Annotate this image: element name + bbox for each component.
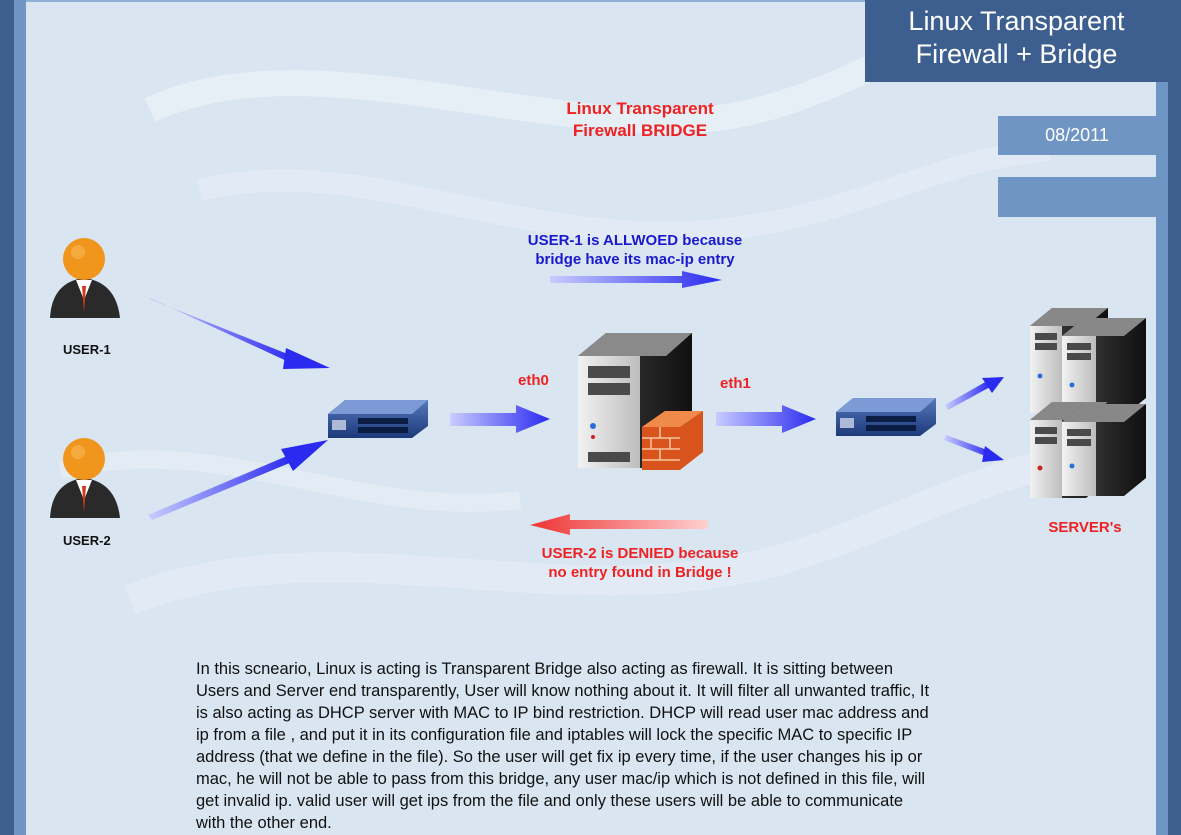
diagram-heading-line1: Linux Transparent xyxy=(566,99,714,118)
user1-icon xyxy=(50,238,120,318)
blank-panel xyxy=(998,177,1156,217)
slide-title: Linux Transparent Firewall + Bridge xyxy=(865,0,1168,82)
description-line: ip from a file , and put it in its confi… xyxy=(196,726,913,744)
left-frame-accent xyxy=(14,0,26,835)
slide-title-line2: Firewall + Bridge xyxy=(915,39,1118,69)
user2-icon xyxy=(50,438,120,518)
left-switch-icon xyxy=(328,400,428,438)
allowed-note-line1: USER-1 is ALLWOED because xyxy=(527,232,743,249)
user2-arrow-icon xyxy=(148,440,328,520)
date-badge: 08/2011 xyxy=(998,116,1156,155)
description-line: In this scneario, Linux is acting is Tra… xyxy=(196,660,894,678)
denied-note-line2: no entry found in Bridge ! xyxy=(548,564,732,581)
allowed-note: USER-1 is ALLWOED because bridge have it… xyxy=(490,231,780,269)
firewall-icon xyxy=(642,411,703,470)
description-line: with the other end. xyxy=(196,814,332,832)
switch-to-servers-arrow-icon xyxy=(944,377,1004,462)
right-switch-icon xyxy=(836,398,936,436)
description-text: In this scneario, Linux is acting is Tra… xyxy=(196,658,1036,834)
server-cluster-icon xyxy=(1030,308,1146,498)
top-frame-line xyxy=(26,0,866,2)
denied-arrow-icon xyxy=(530,514,708,535)
allowed-note-line2: bridge have its mac-ip entry xyxy=(535,251,735,268)
eth0-label: eth0 xyxy=(518,372,549,389)
denied-note: USER-2 is DENIED because no entry found … xyxy=(490,544,790,582)
description-line: mac, he will not be able to pass from th… xyxy=(196,770,926,788)
right-frame-accent xyxy=(1156,82,1168,835)
user1-label: USER-1 xyxy=(63,342,111,357)
eth1-label: eth1 xyxy=(720,375,751,392)
switch-to-bridge-arrow-icon xyxy=(450,405,550,433)
allowed-arrow-icon xyxy=(550,271,722,288)
servers-label: SERVER's xyxy=(1048,519,1122,536)
diagram-heading-line2: Firewall BRIDGE xyxy=(572,121,708,140)
user2-label: USER-2 xyxy=(63,533,111,548)
left-frame-bar xyxy=(0,0,14,835)
bridge-to-switch-arrow-icon xyxy=(716,405,816,433)
slide-title-line1: Linux Transparent xyxy=(908,6,1125,36)
description-line: is also acting as DHCP server with MAC t… xyxy=(196,704,929,722)
diagram-heading: Linux Transparent Firewall BRIDGE xyxy=(530,98,750,142)
user1-arrow-icon xyxy=(148,297,330,369)
right-frame-bar xyxy=(1168,0,1181,835)
denied-note-line1: USER-2 is DENIED because xyxy=(541,545,739,562)
description-line: get invalid ip. valid user will get ips … xyxy=(196,792,904,810)
description-line: Users and Server end transparently, User… xyxy=(196,682,930,700)
description-line: address (that we define in the file). So… xyxy=(196,748,923,766)
